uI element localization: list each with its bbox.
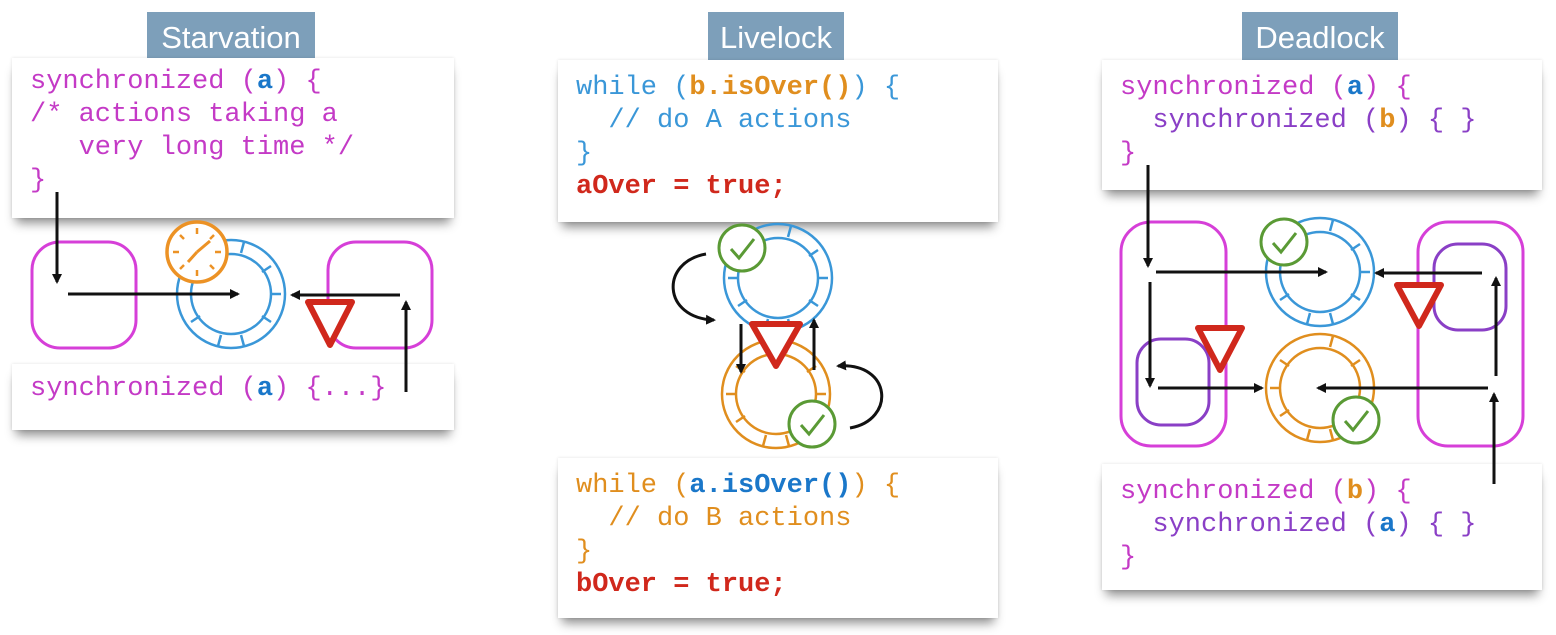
code-text: synchronized (	[1120, 73, 1347, 103]
code-var: a.isOver()	[689, 471, 852, 501]
yield-sign-icon	[305, 299, 355, 348]
code-text: synchronized (	[30, 67, 257, 97]
code-text: ) {	[1363, 73, 1412, 103]
code-text: synchronized (	[1120, 106, 1380, 136]
code-text: }	[576, 537, 593, 567]
code-statement: aOver = true;	[576, 172, 787, 202]
starvation-diagram	[30, 192, 434, 392]
livelock-code-top: while (b.isOver()) { // do A actions } a…	[558, 60, 998, 222]
starvation-title: Starvation	[147, 12, 315, 64]
code-text: synchronized (	[30, 374, 257, 404]
code-text: }	[576, 139, 593, 169]
livelock-diagram	[671, 222, 884, 450]
livelock-title: Livelock	[708, 12, 844, 64]
code-var: a	[1379, 510, 1396, 540]
code-comment: // do B actions	[576, 504, 852, 534]
code-text: }	[1120, 543, 1137, 573]
clock-icon	[165, 220, 229, 284]
code-text: }	[30, 166, 47, 196]
yield-sign-icon	[749, 321, 803, 369]
code-text: synchronized (	[1120, 510, 1380, 540]
nested-lock-box	[1135, 337, 1211, 427]
code-statement: bOver = true;	[576, 570, 787, 600]
code-text: ) {	[273, 67, 322, 97]
code-text: while (	[576, 471, 690, 501]
thread-arrows	[1143, 165, 1501, 484]
check-badge-icon	[1331, 395, 1381, 445]
code-text: ) {	[851, 73, 901, 103]
code-text: }	[1120, 139, 1137, 169]
code-text: while (	[576, 73, 690, 103]
livelock-code-bottom: while (a.isOver()) { // do B actions } b…	[558, 458, 998, 618]
code-comment: /* actions taking a	[30, 100, 338, 130]
code-text: ) {...}	[273, 374, 387, 404]
check-badge-icon	[717, 223, 767, 273]
check-badge-icon	[1259, 217, 1309, 267]
deadlock-diagram	[1119, 165, 1525, 484]
code-comment: very long time */	[30, 133, 355, 163]
arrow	[671, 252, 716, 325]
code-text: ) { }	[1395, 106, 1477, 136]
arrow	[836, 360, 884, 430]
yield-sign-icon	[1195, 325, 1245, 373]
code-var: a	[256, 374, 274, 404]
deadlock-code-bottom: synchronized (b) { synchronized (a) { } …	[1102, 464, 1542, 590]
yield-sign-icon	[1394, 282, 1444, 329]
check-badge-icon	[787, 399, 837, 449]
code-text: synchronized (	[1120, 477, 1347, 507]
starvation-code-bottom: synchronized (a) {...}	[12, 364, 454, 430]
code-text: ) {	[1363, 477, 1412, 507]
deadlock-title: Deadlock	[1242, 12, 1398, 64]
retry-arrows	[671, 252, 884, 430]
deadlock-code-top: synchronized (a) { synchronized (b) { } …	[1102, 60, 1542, 190]
code-var: a	[1346, 73, 1364, 103]
code-var: a	[256, 67, 274, 97]
code-text: ) {	[851, 471, 901, 501]
code-var: b.isOver()	[689, 73, 852, 103]
code-var: b	[1379, 106, 1396, 136]
code-text: ) { }	[1395, 510, 1477, 540]
thread-arrows	[52, 192, 411, 392]
thread-box	[1416, 220, 1525, 448]
starvation-code-top: synchronized (a) { /* actions taking a v…	[12, 58, 454, 218]
code-comment: // do A actions	[576, 106, 852, 136]
code-var: b	[1346, 477, 1364, 507]
lock-ring-spokes	[1270, 219, 1370, 325]
